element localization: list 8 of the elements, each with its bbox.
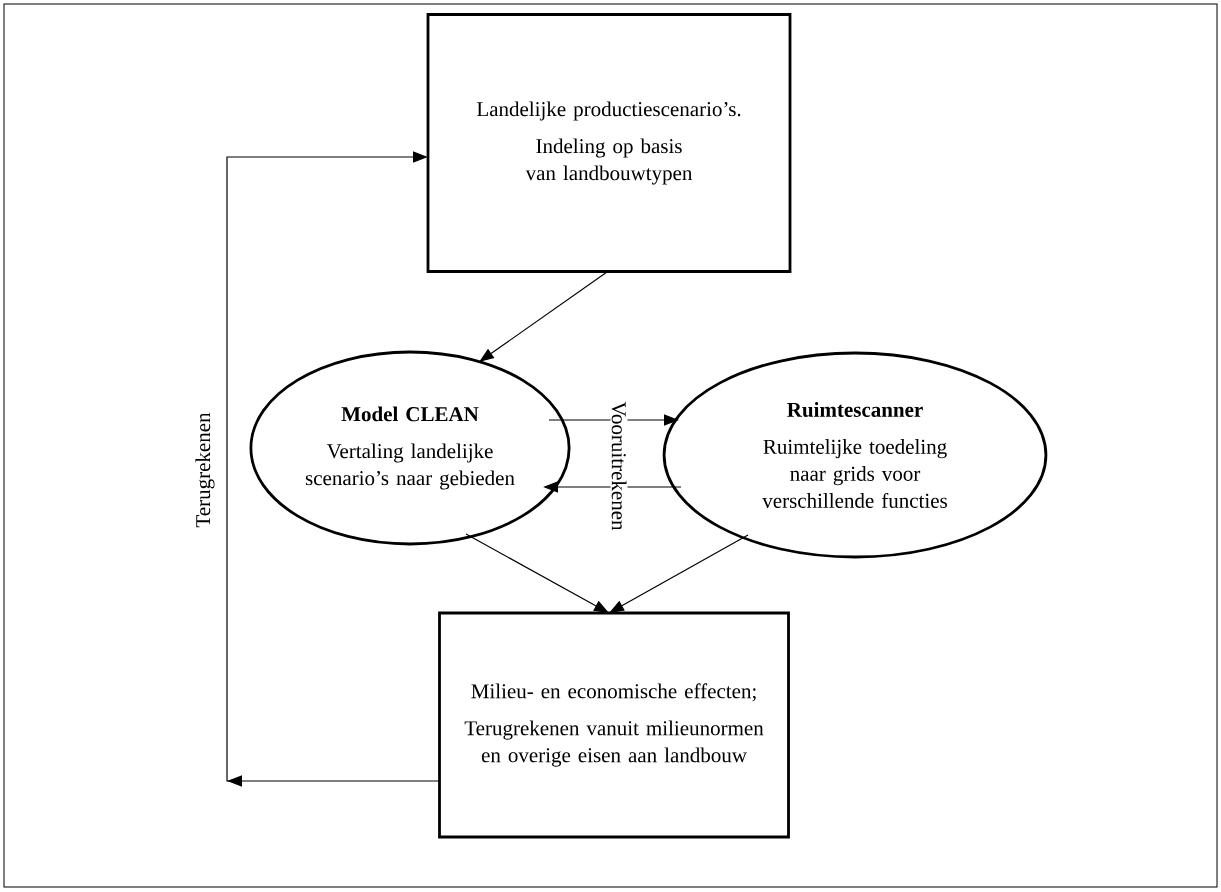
process-box: Milieu- en economische effecten; Terugrekenen vanuit milieunormen en overige eisen aan landbouw [438,611,790,839]
arrow [609,534,749,613]
edge-label: Vooruitrekenen [610,400,628,532]
arrow [479,271,608,362]
arrow [465,533,609,613]
edge-label: Terugrekenen [194,411,216,529]
process-box: Landelijke productiescenario’s. Indeling op basis van landbouwtypen [426,13,792,273]
arrow [226,151,441,787]
